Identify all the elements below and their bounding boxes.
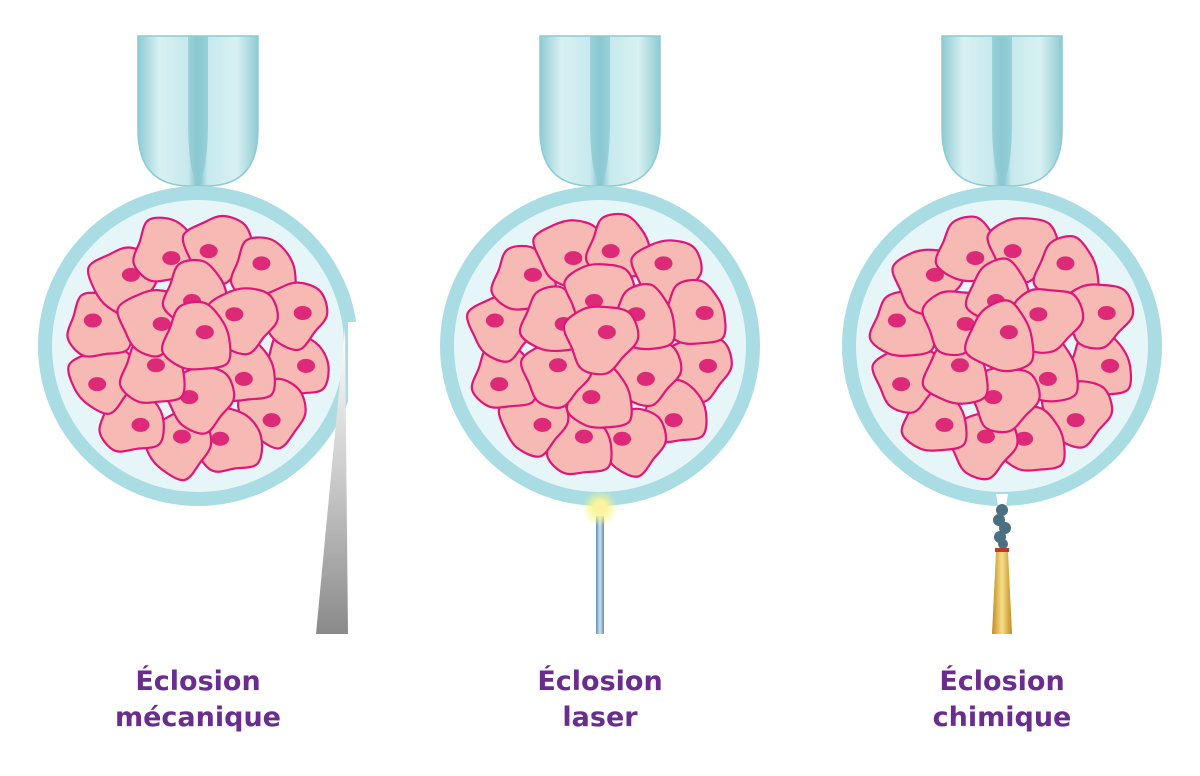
cell-nucleus (211, 431, 230, 446)
embryo-panel-laser (440, 35, 760, 634)
cell-nucleus (1097, 306, 1116, 321)
cell-nucleus (699, 358, 718, 373)
cell-nucleus (956, 316, 975, 331)
cell-nucleus (574, 429, 593, 444)
cell-nucleus (950, 358, 969, 373)
label-laser-title: Éclosion (537, 666, 663, 697)
cell-nucleus (654, 256, 673, 271)
cell-nucleus (172, 429, 191, 444)
cell-nucleus (636, 371, 655, 386)
cell-nucleus (548, 358, 567, 373)
zona-opening (996, 494, 1008, 506)
cell-nucleus (1038, 371, 1057, 386)
cell-nucleus (976, 429, 995, 444)
pipette-tip-band (995, 548, 1009, 552)
holding-pipette (137, 35, 259, 187)
cell-nucleus (999, 325, 1018, 340)
cell-nucleus (1101, 358, 1120, 373)
blastomere-cluster (465, 212, 733, 478)
blastomere-cell (964, 299, 1035, 373)
label-chemical: Éclosion chimique (872, 664, 1132, 736)
cell-nucleus (1066, 413, 1085, 428)
cell-nucleus (293, 306, 312, 321)
cell-nucleus (925, 267, 944, 282)
cell-nucleus (195, 325, 214, 340)
cell-nucleus (935, 417, 954, 432)
cell-nucleus (664, 413, 683, 428)
cell-nucleus (485, 313, 504, 328)
cell-nucleus (523, 267, 542, 282)
laser-fiber (596, 516, 604, 634)
laser-core (593, 501, 607, 515)
cell-nucleus (152, 316, 171, 331)
cell-nucleus (297, 358, 316, 373)
cell-nucleus (695, 306, 714, 321)
label-mechanical: Éclosion mécanique (68, 664, 328, 736)
blastomere-cell (160, 300, 232, 371)
cell-nucleus (1029, 307, 1048, 322)
cell-nucleus (1003, 244, 1022, 259)
cell-nucleus (533, 417, 552, 432)
label-chemical-title: Éclosion (939, 666, 1065, 697)
cell-nucleus (199, 244, 218, 259)
zona-slit (348, 322, 360, 406)
cell-nucleus (252, 256, 271, 271)
cell-nucleus (597, 325, 616, 340)
label-laser-subtitle: laser (562, 702, 638, 733)
cell-nucleus (225, 307, 244, 322)
cell-nucleus (582, 390, 601, 405)
cell-nucleus (601, 244, 620, 259)
cell-nucleus (88, 377, 107, 392)
blastomere-cluster (868, 215, 1135, 481)
holding-pipette (539, 35, 661, 187)
cell-nucleus (131, 417, 150, 432)
embryo-panel-chemical (842, 35, 1162, 634)
cell-nucleus (984, 390, 1003, 405)
cell-nucleus (887, 313, 906, 328)
cell-nucleus (162, 251, 181, 266)
blastomere-cell (562, 305, 640, 376)
cell-nucleus (892, 377, 911, 392)
microneedle (316, 328, 348, 634)
cell-nucleus (490, 377, 509, 392)
label-mechanical-subtitle: mécanique (114, 702, 281, 733)
cell-nucleus (180, 390, 199, 405)
cell-nucleus (121, 267, 140, 282)
cell-nucleus (1056, 256, 1075, 271)
cell-nucleus (262, 413, 281, 428)
acid-pipette (992, 552, 1012, 634)
cell-nucleus (585, 294, 604, 309)
label-chemical-subtitle: chimique (932, 702, 1072, 733)
holding-pipette (941, 35, 1063, 187)
label-mechanical-title: Éclosion (135, 666, 261, 697)
cell-nucleus (83, 313, 102, 328)
cell-nucleus (966, 251, 985, 266)
cell-nucleus (564, 251, 583, 266)
embryo-panel-mechanical (38, 35, 360, 634)
acid-smoke (993, 504, 1011, 549)
cell-nucleus (146, 358, 165, 373)
cell-nucleus (234, 371, 253, 386)
assisted-hatching-diagram (38, 35, 1162, 634)
cell-nucleus (1015, 431, 1034, 446)
label-laser: Éclosion laser (470, 664, 730, 736)
cell-nucleus (613, 431, 632, 446)
blastomere-cluster (66, 214, 330, 482)
